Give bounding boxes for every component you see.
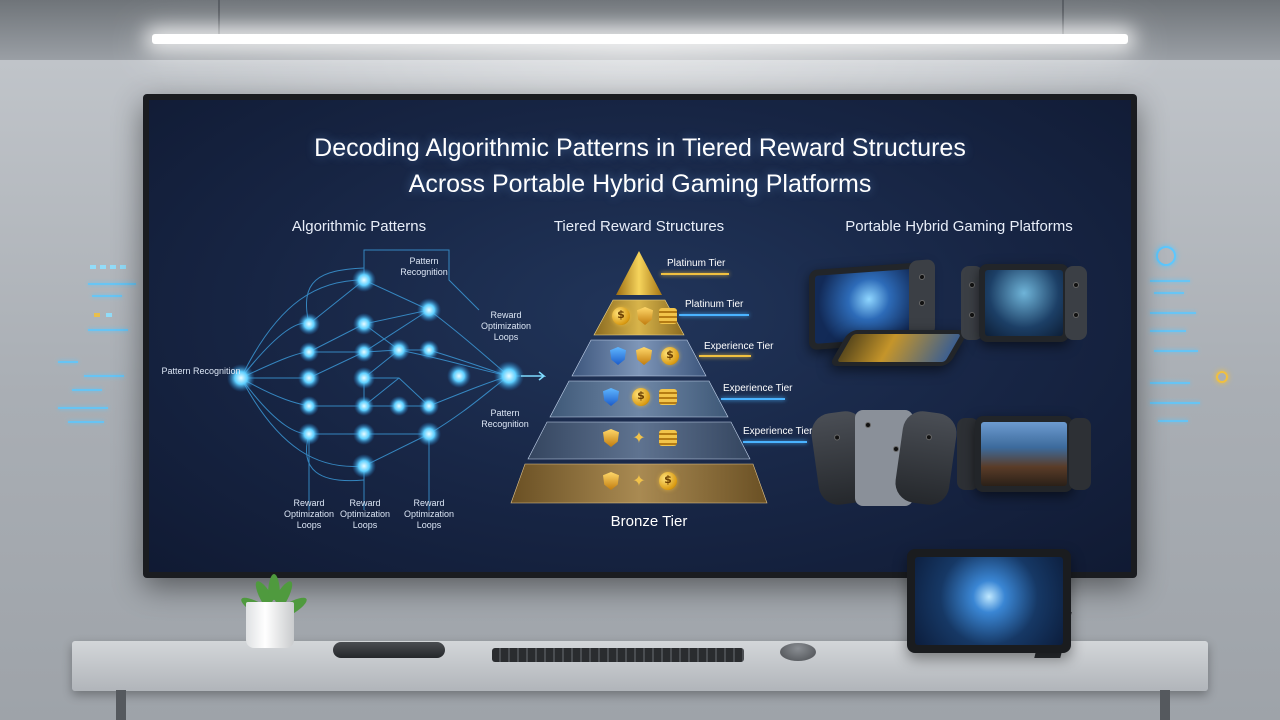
- label-pattern-recognition-right: Pattern Recognition: [481, 408, 529, 429]
- shield-icon: [603, 472, 619, 490]
- light-wire: [1062, 0, 1064, 36]
- shield-icon: [603, 429, 619, 447]
- desk-leg: [116, 690, 126, 720]
- tier-bar: [661, 273, 729, 275]
- tier-label-5: Experience Tier: [743, 426, 813, 437]
- network-node: [417, 422, 441, 446]
- tier-label-bronze: Bronze Tier: [610, 513, 688, 530]
- network-node: [354, 342, 374, 362]
- tier-bronze: [510, 463, 768, 504]
- presentation-title: Decoding Algorithmic Patterns in Tiered …: [149, 130, 1131, 202]
- ceiling: [0, 0, 1280, 60]
- label-pattern-recognition-top: Pattern Recognition: [400, 256, 448, 277]
- network-node: [447, 364, 471, 388]
- network-node: [352, 454, 376, 478]
- tablet-screen: [915, 557, 1063, 645]
- network-node: [353, 423, 375, 445]
- title-line-2: Across Portable Hybrid Gaming Platforms: [408, 170, 872, 198]
- network-node: [298, 423, 320, 445]
- arrow-icon: [521, 371, 547, 381]
- column-heading-algorithmic-patterns: Algorithmic Patterns: [291, 218, 427, 235]
- label-reward-optimization-right: Reward Optimization Loops: [480, 310, 532, 342]
- network-node: [352, 268, 376, 292]
- desk-tablet[interactable]: [907, 549, 1071, 653]
- title-line-1: Decoding Algorithmic Patterns in Tiered …: [314, 134, 966, 162]
- tier-bar: [743, 441, 807, 443]
- network-node: [227, 364, 255, 392]
- tier-label-4: Experience Tier: [723, 383, 793, 394]
- star-icon: ✦: [632, 471, 646, 490]
- wall-display: Decoding Algorithmic Patterns in Tiered …: [143, 94, 1137, 578]
- keyboard[interactable]: [492, 648, 744, 662]
- desk-hub: [333, 642, 445, 658]
- network-node: [419, 340, 439, 360]
- network-node: [494, 361, 524, 391]
- network-node: [389, 396, 409, 416]
- coin-stack-icon: [659, 308, 677, 324]
- network-node: [417, 298, 441, 322]
- network-nodes: [227, 268, 524, 478]
- tier-label-3: Experience Tier: [704, 341, 774, 352]
- coin-icon: [612, 307, 630, 325]
- mouse[interactable]: [780, 643, 816, 661]
- coin-stack-icon: [659, 430, 677, 446]
- shield-icon: [637, 307, 653, 325]
- display-content: Decoding Algorithmic Patterns in Tiered …: [149, 100, 1131, 572]
- neural-network-diagram: [227, 249, 547, 510]
- coin-icon: [659, 472, 677, 490]
- shield-icon: [610, 347, 626, 365]
- label-reward-optimization-bottom-1: Reward Optimization Loops: [283, 498, 335, 530]
- desk-leg: [1160, 690, 1170, 720]
- network-node: [353, 367, 375, 389]
- network-node: [354, 396, 374, 416]
- network-node: [353, 313, 375, 335]
- network-node: [298, 367, 320, 389]
- coin-icon: [661, 347, 679, 365]
- tier-label-1: Platinum Tier: [667, 258, 726, 269]
- plant-pot: [246, 602, 294, 648]
- star-icon: ✦: [632, 428, 646, 447]
- column-heading-tiered-rewards: Tiered Reward Structures: [553, 218, 725, 235]
- shield-icon: [636, 347, 652, 365]
- tier-platinum-top: [616, 251, 662, 295]
- coin-stack-icon: [659, 389, 677, 405]
- label-reward-optimization-bottom-3: Reward Optimization Loops: [403, 498, 455, 530]
- tier-bar: [721, 398, 785, 400]
- label-reward-optimization-bottom-2: Reward Optimization Loops: [339, 498, 391, 530]
- tier-bar: [699, 355, 751, 357]
- tier-experience-3: [527, 421, 751, 460]
- network-node: [299, 396, 319, 416]
- label-pattern-recognition-left: Pattern Recognition: [161, 366, 241, 376]
- column-heading-gaming-platforms: Portable Hybrid Gaming Platforms: [845, 218, 1073, 235]
- network-node: [299, 342, 319, 362]
- shield-icon: [603, 388, 619, 406]
- ceiling-light: [152, 34, 1128, 44]
- network-node: [388, 339, 410, 361]
- tier-bar: [679, 314, 749, 316]
- network-node: [298, 313, 320, 335]
- network-node: [419, 396, 439, 416]
- light-wire: [218, 0, 220, 36]
- coin-icon: [632, 388, 650, 406]
- tier-label-2: Platinum Tier: [685, 299, 744, 310]
